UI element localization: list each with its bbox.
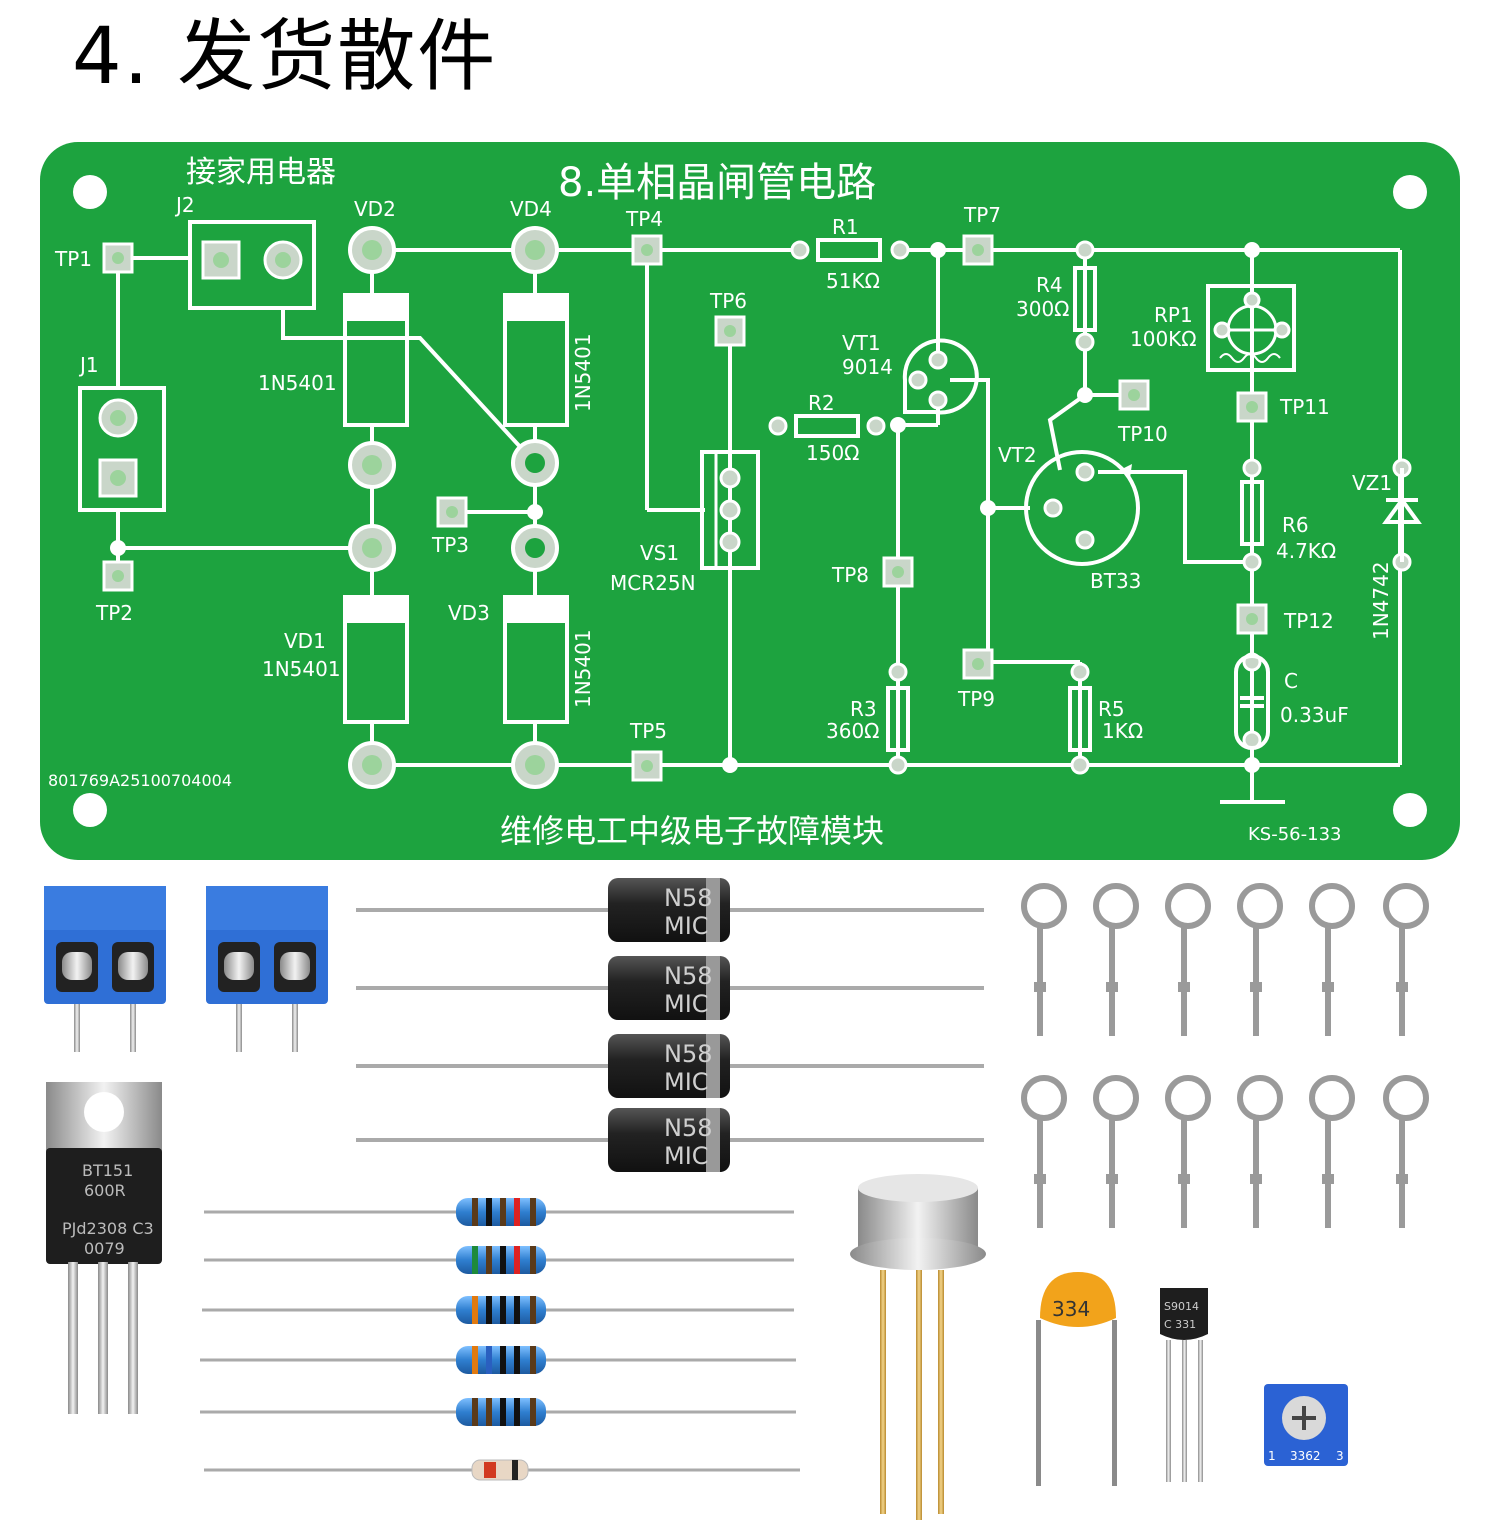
label-vz1: VZ1	[1352, 471, 1392, 495]
trimpot-pin: 1	[1268, 1449, 1276, 1463]
terminal-block-right	[206, 886, 328, 1052]
diode-marking: N58	[664, 962, 713, 990]
label-vs1-part: MCR25N	[610, 571, 696, 595]
diode-marking: MIC	[664, 1142, 709, 1170]
diode-marking: MIC	[664, 1068, 709, 1096]
label-r5-value: 1KΩ	[1102, 719, 1143, 743]
terminal-block-left	[44, 886, 166, 1052]
label-vd1-part: 1N5401	[262, 657, 341, 681]
scr-to220: BT151 600R PJd2308 C3 0079	[46, 1082, 162, 1414]
label-tp11: TP11	[1279, 395, 1330, 419]
diode-marking: MIC	[664, 912, 709, 940]
scr-marking: 600R	[84, 1181, 126, 1200]
label-vd2: VD2	[354, 197, 396, 221]
label-r4: R4	[1036, 273, 1063, 297]
label-vd4-part: 1N5401	[571, 333, 595, 412]
label-c-value: 0.33uF	[1280, 703, 1349, 727]
diode-marking: MIC	[664, 990, 709, 1018]
label-r4-value: 300Ω	[1016, 297, 1069, 321]
label-vd4: VD4	[510, 197, 552, 221]
test-pin-eyelets	[1021, 883, 1426, 1228]
board-model: KS-56-133	[1248, 824, 1341, 845]
label-r1: R1	[832, 215, 859, 239]
label-vd3: VD3	[448, 601, 490, 625]
label-r1-value: 51KΩ	[826, 269, 880, 293]
label-tp5: TP5	[629, 719, 667, 743]
label-vd1: VD1	[284, 629, 326, 653]
label-rp1: RP1	[1154, 303, 1193, 327]
trimpot-pin: 3	[1336, 1449, 1344, 1463]
scr-marking: 0079	[84, 1239, 125, 1258]
label-tp3: TP3	[431, 533, 469, 557]
zener-diode	[204, 1459, 800, 1481]
label-r2-value: 150Ω	[806, 441, 859, 465]
scr-marking: BT151	[82, 1161, 133, 1180]
capacitor-code: 334	[1052, 1297, 1090, 1321]
page-heading: 4. 发货散件	[72, 12, 498, 102]
label-j1: J1	[78, 353, 99, 377]
label-tp4: TP4	[625, 207, 663, 231]
label-vt2-part: BT33	[1090, 569, 1141, 593]
diode-marking: N58	[664, 1040, 713, 1068]
label-r3-value: 360Ω	[826, 719, 879, 743]
label-r3: R3	[850, 697, 877, 721]
label-c: C	[1284, 669, 1298, 693]
trimmer-potentiometer: 1 3362 3	[1264, 1384, 1348, 1466]
label-vd2-part: 1N5401	[258, 371, 337, 395]
transistor-marking: C 331	[1164, 1318, 1196, 1331]
trimpot-code: 3362	[1290, 1449, 1321, 1463]
board-title: 8.单相晶闸管电路	[558, 160, 876, 206]
label-r6: R6	[1282, 513, 1309, 537]
resistors	[200, 1198, 796, 1426]
label-r2: R2	[808, 391, 835, 415]
ujt-metal-can	[850, 1174, 986, 1520]
rectifier-diodes: N58 MIC N58 MIC N58 MIC N58 MIC	[356, 878, 984, 1172]
label-tp1: TP1	[54, 247, 92, 271]
load-label: 接家用电器	[186, 155, 336, 190]
label-vs1: VS1	[640, 541, 679, 565]
label-r6-value: 4.7KΩ	[1276, 539, 1336, 563]
board-serial: 801769A25100704004	[48, 771, 232, 790]
label-tp8: TP8	[831, 563, 869, 587]
label-tp10: TP10	[1117, 422, 1168, 446]
label-tp2: TP2	[95, 601, 133, 625]
scr-marking: PJd2308 C3	[62, 1219, 154, 1238]
label-vt1: VT1	[842, 331, 881, 355]
label-j2: J2	[174, 193, 195, 217]
label-r5: R5	[1098, 697, 1125, 721]
diode-marking: N58	[664, 1114, 713, 1142]
label-vz1-part: 1N4742	[1369, 561, 1393, 640]
to92-transistor: S9014 C 331	[1160, 1288, 1208, 1482]
label-tp12: TP12	[1283, 609, 1334, 633]
label-tp6: TP6	[709, 289, 747, 313]
label-tp7: TP7	[963, 203, 1001, 227]
ceramic-capacitor: 334	[1036, 1272, 1117, 1486]
label-vt2: VT2	[998, 443, 1037, 467]
label-tp9: TP9	[957, 687, 995, 711]
pcb-board: 接家用电器 8.单相晶闸管电路 维修电工中级电子故障模块 801769A2510…	[40, 142, 1460, 860]
transistor-marking: S9014	[1164, 1300, 1199, 1313]
label-vt1-part: 9014	[842, 355, 893, 379]
label-rp1-value: 100KΩ	[1130, 327, 1197, 351]
diode-marking: N58	[664, 884, 713, 912]
board-subtitle: 维修电工中级电子故障模块	[500, 812, 884, 850]
label-vd3-part: 1N5401	[571, 629, 595, 708]
